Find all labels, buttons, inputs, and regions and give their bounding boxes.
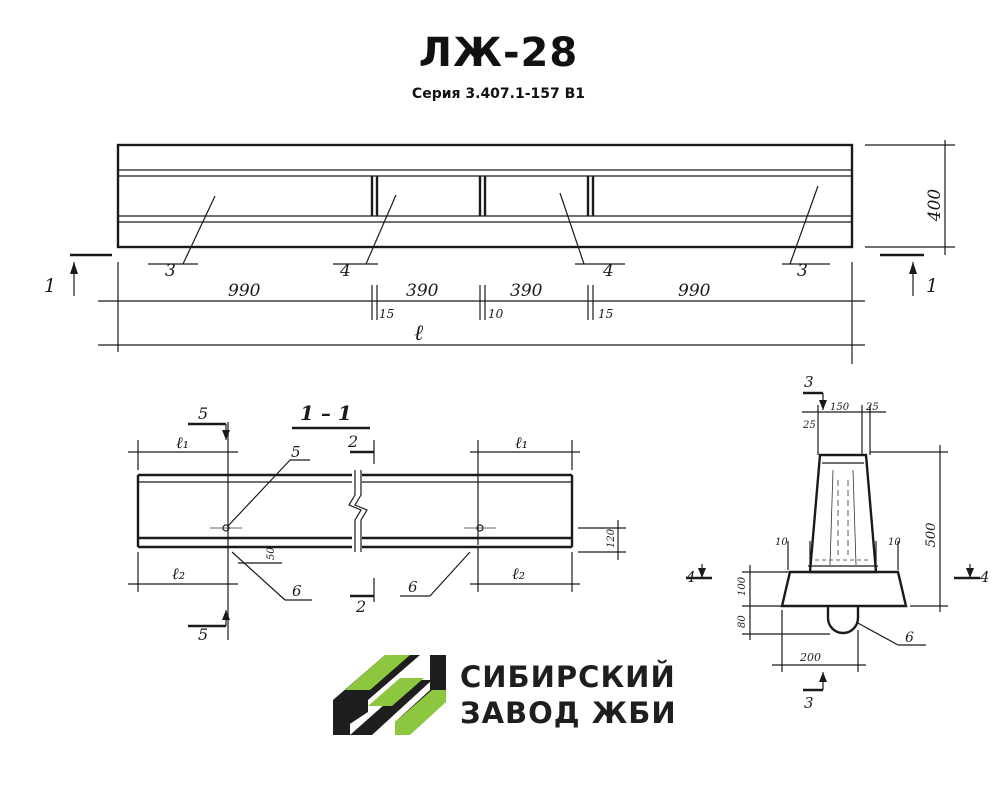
cross-callout-6: 6 [905,630,914,646]
callout-6-right: 6 [408,578,418,596]
dim-l2-right: ℓ₂ [512,564,525,583]
section-mark-left: 1 [44,275,56,297]
dim-span-3: 390 [510,281,543,301]
dim-length: ℓ [414,321,424,346]
section-mark-2-top: 2 [347,432,358,451]
page-title: ЛЖ-28 [418,30,579,76]
beam-outline [116,143,854,249]
logo-text-line2: ЗАВОД ЖБИ [460,696,677,730]
callout-6-left: 6 [292,582,302,600]
cross-dim-500: 500 [924,523,939,548]
cross-dim-80: 80 [737,615,748,628]
cross-dim-25-left: 25 [802,420,816,431]
dim-gap-3: 15 [598,307,613,321]
dim-span-1: 990 [228,281,261,301]
dim-height: 400 [925,189,945,223]
cross-section-view: 3 3 150 25 25 500 10 [685,373,990,712]
cross-mark-4-right: 4 [979,568,990,586]
dim-gap-1: 15 [379,307,394,321]
callout-4-left: 4 [339,261,351,281]
section-1-1-view: 1 – 1 ℓ₁ ℓ₁ 5 5 [128,401,626,644]
section-mark-right: 1 [926,275,938,297]
section-title: 1 – 1 [300,401,352,425]
callout-3-left: 3 [165,261,176,281]
cross-dim-10-right: 10 [888,537,901,548]
cross-mark-3-top: 3 [804,373,814,391]
section-mark-5-top: 5 [198,404,208,423]
dim-l2-left: ℓ₂ [172,564,185,583]
elevation-view: 400 3 4 4 3 1 1 990 390 [44,140,955,364]
dim-l1-right: ℓ₁ [515,433,528,452]
dim-120: 120 [606,528,617,548]
dim-span-2: 390 [406,281,439,301]
cross-mark-4-left: 4 [685,568,696,586]
logo-mark-icon [333,655,446,735]
dim-l1-left: ℓ₁ [176,433,189,452]
dim-50: 50 [266,547,277,560]
callout-5: 5 [291,443,301,461]
page-subtitle: Серия 3.407.1-157 В1 [411,86,586,102]
cross-dim-200: 200 [799,651,821,664]
logo-text-line1: СИБИРСКИЙ [460,660,676,694]
cross-dim-150: 150 [830,402,850,413]
cross-dim-100: 100 [737,576,748,596]
section-mark-5-bottom: 5 [198,625,208,644]
section-mark-2-bottom: 2 [355,597,366,616]
dim-span-4: 990 [678,281,711,301]
cross-mark-3-bottom: 3 [804,694,814,712]
cross-dim-25-right: 25 [865,402,879,413]
dim-gap-2: 10 [488,307,504,321]
callout-4-right: 4 [602,261,614,281]
callout-3-right: 3 [797,261,808,281]
cross-dim-10-left: 10 [775,537,788,548]
